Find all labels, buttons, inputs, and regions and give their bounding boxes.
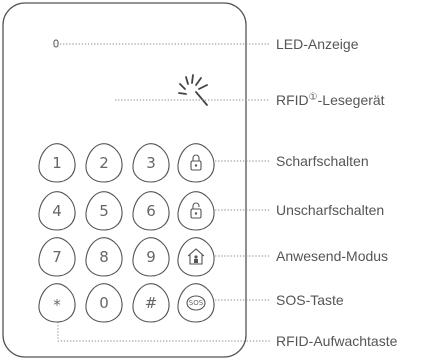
key-4[interactable]: 4 bbox=[38, 191, 76, 231]
lock-closed-icon bbox=[190, 154, 202, 171]
key-outline bbox=[132, 283, 170, 323]
key-label-7: 7 bbox=[52, 248, 62, 266]
key-label-sos: SOS bbox=[189, 299, 204, 307]
label-rfid-wake: RFID-Aufwachtaste bbox=[276, 333, 398, 349]
home-lock-icon bbox=[187, 248, 205, 265]
key-2[interactable]: 2 bbox=[85, 143, 123, 183]
key-label-2: 2 bbox=[99, 154, 109, 172]
key-outline bbox=[85, 143, 123, 183]
key-7[interactable]: 7 bbox=[38, 237, 76, 277]
key-disarm[interactable] bbox=[177, 191, 215, 231]
key-outline bbox=[177, 191, 215, 231]
label-arm: Scharfschalten bbox=[276, 153, 369, 169]
key-6[interactable]: 6 bbox=[132, 191, 170, 231]
label-rfid-prefix: RFID bbox=[276, 92, 309, 108]
sos-ring bbox=[186, 295, 206, 311]
key-label-8: 8 bbox=[99, 248, 109, 266]
lock-open-icon bbox=[190, 202, 202, 219]
key-8[interactable]: 8 bbox=[85, 237, 123, 277]
key-home[interactable] bbox=[177, 237, 215, 277]
key-label-hash: # bbox=[145, 294, 158, 312]
key-outline bbox=[38, 143, 76, 183]
key-5[interactable]: 5 bbox=[85, 191, 123, 231]
key-outline bbox=[38, 237, 76, 277]
key-label-star: * bbox=[53, 296, 61, 314]
rfid-reader-icon bbox=[178, 74, 208, 106]
label-rfid-sup: ① bbox=[309, 92, 318, 103]
key-label-6: 6 bbox=[146, 202, 156, 220]
key-label-9: 9 bbox=[146, 248, 156, 266]
key-label-1: 1 bbox=[52, 154, 62, 172]
key-arm[interactable] bbox=[177, 143, 215, 183]
label-home: Anwesend-Modus bbox=[276, 248, 388, 264]
key-outline bbox=[132, 143, 170, 183]
label-rfid-reader: RFID①-Lesegerät bbox=[276, 92, 385, 108]
key-label-0: 0 bbox=[99, 294, 109, 312]
key-outline bbox=[38, 191, 76, 231]
key-label-4: 4 bbox=[52, 202, 62, 220]
key-sos[interactable]: SOS bbox=[177, 283, 215, 323]
key-label-3: 3 bbox=[146, 154, 156, 172]
key-1[interactable]: 1 bbox=[38, 143, 76, 183]
key-outline bbox=[132, 237, 170, 277]
key-outline bbox=[85, 237, 123, 277]
key-star[interactable]: * bbox=[38, 283, 76, 323]
led-indicator-icon bbox=[53, 39, 59, 48]
label-sos: SOS-Taste bbox=[276, 292, 344, 308]
key-label-5: 5 bbox=[99, 202, 109, 220]
leader-lines bbox=[57, 43, 270, 342]
label-rfid-suffix: -Lesegerät bbox=[318, 92, 385, 108]
key-outline bbox=[38, 283, 76, 323]
key-outline bbox=[85, 283, 123, 323]
key-outline bbox=[85, 191, 123, 231]
key-0[interactable]: 0 bbox=[85, 283, 123, 323]
key-outline bbox=[177, 283, 215, 323]
key-hash[interactable]: # bbox=[132, 283, 170, 323]
keys-layer: 1 2 3 4 5 6 7 8 9 * 0 # SOS bbox=[38, 143, 215, 323]
label-led: LED-Anzeige bbox=[276, 36, 359, 52]
key-9[interactable]: 9 bbox=[132, 237, 170, 277]
key-outline bbox=[177, 143, 215, 183]
key-outline bbox=[132, 191, 170, 231]
leader-rfid-wake bbox=[57, 322, 270, 342]
key-3[interactable]: 3 bbox=[132, 143, 170, 183]
label-disarm: Unscharfschalten bbox=[276, 202, 384, 218]
